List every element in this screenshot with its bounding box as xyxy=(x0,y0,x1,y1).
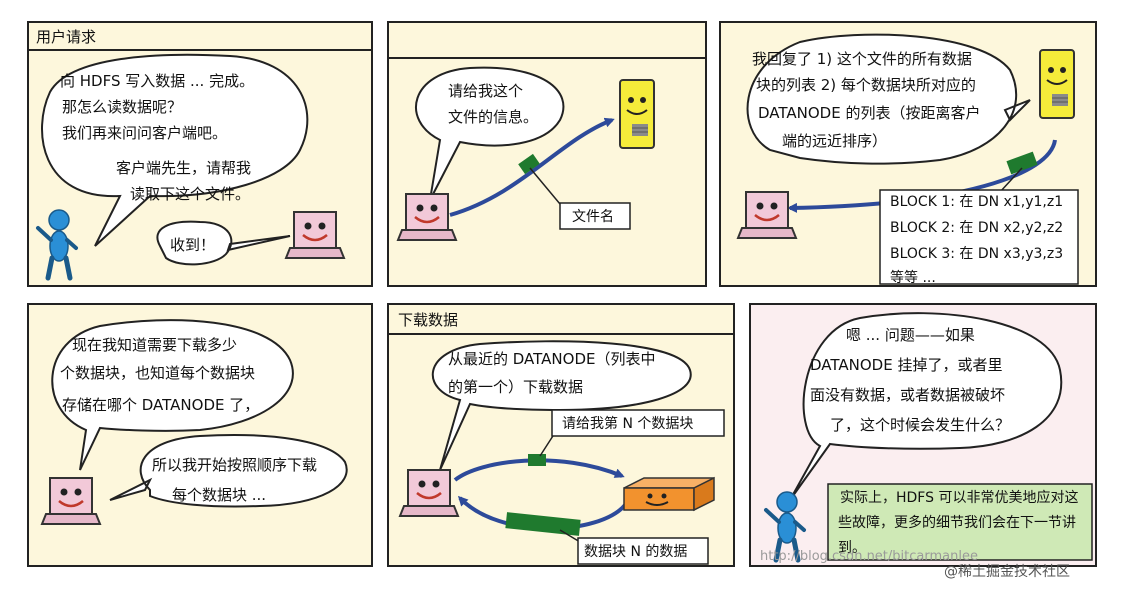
panel-5-bubble-line: 的第一个）下载数据 xyxy=(448,378,583,396)
panel-5-bubble-line: 从最近的 DATANODE（列表中 xyxy=(448,350,655,368)
speech-bubble xyxy=(789,312,1063,501)
filename-label-box xyxy=(559,202,631,230)
panel-3: 我回复了 1) 这个文件的所有数据 块的列表 2) 每个数据块所对应的 DATA… xyxy=(719,21,1097,287)
laptop-icon xyxy=(284,210,346,260)
laptop-icon xyxy=(736,190,798,240)
block-list-item: BLOCK 2: 在 DN x2,y2,z2 xyxy=(890,220,1063,236)
panel-6-bubble-line: DATANODE 挂掉了，或者里 xyxy=(810,356,1002,374)
panel-1-bubble-line: 客户端先生，请帮我 xyxy=(116,159,251,177)
panel-6: 嗯 ... 问题——如果 DATANODE 挂掉了，或者里 面没有数据，或者数据… xyxy=(749,303,1097,567)
panel-2: 请给我这个 文件的信息。 文件名 xyxy=(387,21,707,287)
laptop-icon xyxy=(398,468,460,518)
block-list-box xyxy=(879,189,1079,285)
panel-6-bubble-line: 嗯 ... 问题——如果 xyxy=(846,326,975,344)
panel-1-bubble-line: 向 HDFS 写入数据 ... 完成。 xyxy=(60,72,254,90)
laptop-icon xyxy=(396,192,458,242)
panel-4-bubble-line: 每个数据块 ... xyxy=(172,486,266,504)
data-block-icon xyxy=(505,512,581,536)
panel-5-label-top: 请给我第 N 个数据块 xyxy=(562,415,693,432)
speech-bubble-2 xyxy=(109,434,348,508)
panel-1-bubble-line: 那怎么读数据呢？ xyxy=(62,98,182,116)
panel-4-bubble-line: 所以我开始按照顺序下载 xyxy=(152,456,317,474)
block-list-item: BLOCK 3: 在 DN x3,y3,z3 xyxy=(890,246,1063,262)
panel-6-bubble-line: 了，这个时候会发生什么？ xyxy=(830,416,1010,434)
server-icon xyxy=(1039,49,1075,119)
speech-bubble xyxy=(431,340,692,471)
panel-6-note-line: 些故障，更多的细节我们会在下一节讲 xyxy=(838,514,1076,531)
request-label-box xyxy=(551,409,725,437)
packet-icon xyxy=(528,454,546,466)
panel-3-bubble-line: 我回复了 1) 这个文件的所有数据 xyxy=(752,50,972,68)
watermark: http://blog.csdn.net/bitcarmanlee xyxy=(760,549,978,564)
speech-bubble xyxy=(51,319,294,471)
panel-2-bubble-line: 请给我这个 xyxy=(448,82,523,100)
panel-1-bubble-line: 我们再来问问客户端吧。 xyxy=(62,124,227,142)
panel-4-bubble-line: 存储在哪个 DATANODE 了， xyxy=(62,396,259,414)
panel-3-bubble-line: 块的列表 2) 每个数据块所对应的 xyxy=(756,76,976,94)
panel-4: 现在我知道需要下载多少 个数据块，也知道每个数据块 存储在哪个 DATANODE… xyxy=(27,303,373,567)
panel-3-bubble-line: DATANODE 的列表（按距离客户 xyxy=(758,104,980,122)
panel-1-bubble-line: 读取下这个文件。 xyxy=(130,185,250,203)
block-list-item: BLOCK 1: 在 DN x1,y1,z1 xyxy=(890,194,1063,210)
packet-icon xyxy=(518,153,540,175)
panel-6-bubble-line: 面没有数据，或者数据被破坏 xyxy=(810,386,1005,404)
request-arrow xyxy=(453,458,625,482)
speech-bubble xyxy=(746,33,1031,165)
response-arrow xyxy=(787,139,1057,213)
server-icon xyxy=(619,79,655,149)
panel-2-bubble-line: 文件的信息。 xyxy=(448,108,538,126)
panel-5: 下载数据 从最近的 DATANODE（列表中 的第一个）下载数据 请给我第 N … xyxy=(387,303,735,567)
brand-label: @稀土掘金技术社区 xyxy=(944,564,1070,580)
panel-3-bubble-line: 端的远近排序） xyxy=(782,132,887,150)
panel-4-bubble-line: 现在我知道需要下载多少 xyxy=(72,336,237,354)
data-label-box xyxy=(577,537,709,565)
datanode-box-icon xyxy=(623,476,715,512)
panel-6-note-line: 到。 xyxy=(838,540,866,556)
laptop-icon xyxy=(40,476,102,526)
panel-6-note-line: 实际上，HDFS 可以非常优美地应对这 xyxy=(840,489,1078,506)
request-arrow xyxy=(449,117,615,217)
panel-5-title: 下载数据 xyxy=(398,311,458,329)
packet-icon xyxy=(1006,151,1038,175)
speech-bubble xyxy=(415,66,565,201)
note-box xyxy=(827,483,1093,561)
speech-bubble xyxy=(41,53,309,247)
block-list-item: 等等 ... xyxy=(890,269,936,286)
panel-1-reply: 收到！ xyxy=(170,236,215,254)
panel-1-title: 用户请求 xyxy=(36,28,96,46)
panel-1: 用户请求 向 HDFS 写入数据 ... 完成。 那怎么读数据呢？ 我们再来问问… xyxy=(27,21,373,287)
reply-bubble xyxy=(156,220,291,266)
panel-5-label-bottom: 数据块 N 的数据 xyxy=(584,544,687,560)
panel-4-bubble-line: 个数据块，也知道每个数据块 xyxy=(60,364,255,382)
panel-2-label: 文件名 xyxy=(572,209,614,225)
